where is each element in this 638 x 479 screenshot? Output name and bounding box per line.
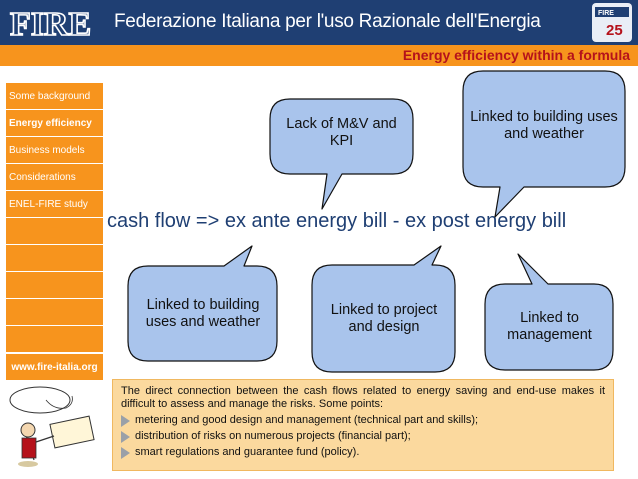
bubble-bottom-right bbox=[484, 253, 614, 371]
organization-name: Federazione Italiana per l'uso Razionale… bbox=[114, 11, 541, 32]
sidebar-item-enel-fire-study[interactable]: ENEL-FIRE study bbox=[6, 191, 103, 217]
sidebar-item-some-background[interactable]: Some background bbox=[6, 83, 103, 109]
sidebar-item-empty bbox=[6, 218, 103, 244]
cartoon-illustration bbox=[6, 380, 106, 474]
bubble-text-project-design: Linked to project and design bbox=[330, 302, 438, 335]
bubble-text-building-weather-bottom: Linked to building uses and weather bbox=[145, 297, 261, 330]
list-item: metering and good design and management … bbox=[121, 414, 605, 427]
info-point: smart regulations and guarantee fund (po… bbox=[135, 446, 360, 458]
bubble-text-management: Linked to management bbox=[507, 310, 592, 343]
bubble-text-building-weather-top: Linked to building uses and weather bbox=[470, 109, 618, 142]
header-bar: FIRE Federazione Italiana per l'uso Razi… bbox=[0, 0, 638, 45]
info-point: metering and good design and management … bbox=[135, 414, 479, 426]
info-point: distribution of risks on numerous projec… bbox=[135, 430, 411, 442]
bubble-top-left bbox=[269, 98, 414, 210]
bubble-top-right bbox=[462, 70, 626, 218]
sidebar-item-considerations[interactable]: Considerations bbox=[6, 164, 103, 190]
sidebar-item-business-models[interactable]: Business models bbox=[6, 137, 103, 163]
sidebar-item-energy-efficiency[interactable]: Energy efficiency bbox=[6, 110, 103, 136]
bubble-bottom-left bbox=[127, 245, 278, 362]
slide-subtitle: Energy efficiency within a formula bbox=[402, 47, 630, 63]
cash-flow-formula: cash flow => ex ante energy bill - ex po… bbox=[107, 210, 567, 232]
bubble-text-mv-kpi: Lack of M&V and KPI bbox=[286, 116, 397, 149]
svg-text:FIRE: FIRE bbox=[10, 6, 91, 41]
list-item: smart regulations and guarantee fund (po… bbox=[121, 446, 605, 459]
bullet-triangle-icon bbox=[121, 414, 130, 427]
svg-text:25: 25 bbox=[606, 22, 623, 39]
sidebar-item-empty bbox=[6, 245, 103, 271]
bullet-triangle-icon bbox=[121, 430, 130, 443]
info-intro: The direct connection between the cash f… bbox=[121, 385, 605, 410]
sidebar-item-empty bbox=[6, 299, 103, 325]
anniversary-badge: FIRE 25 bbox=[592, 3, 632, 42]
sidebar-nav: Some background Energy efficiency Busine… bbox=[6, 83, 103, 380]
list-item: distribution of risks on numerous projec… bbox=[121, 430, 605, 443]
title-strip bbox=[0, 45, 638, 66]
fire-logo: FIRE bbox=[4, 5, 108, 41]
bubble-bottom-middle bbox=[311, 245, 456, 373]
svg-text:FIRE: FIRE bbox=[598, 10, 614, 17]
bullet-triangle-icon bbox=[121, 446, 130, 459]
info-box: The direct connection between the cash f… bbox=[112, 379, 614, 471]
website-link[interactable]: www.fire-italia.org bbox=[6, 354, 103, 380]
sidebar-item-empty bbox=[6, 326, 103, 352]
sidebar-item-empty bbox=[6, 272, 103, 298]
